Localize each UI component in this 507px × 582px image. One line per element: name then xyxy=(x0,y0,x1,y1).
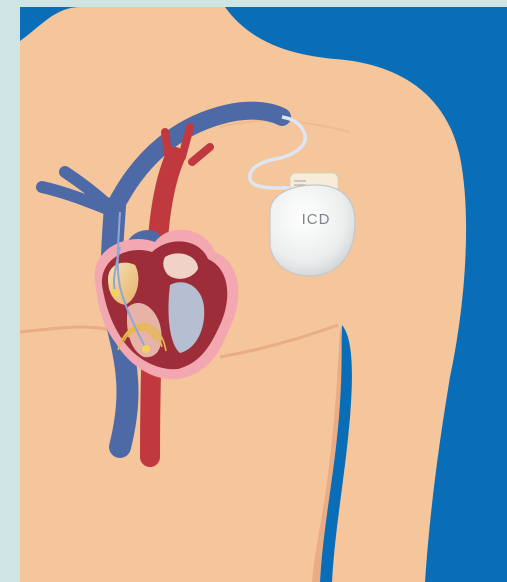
icd-device xyxy=(270,185,355,276)
icd-illustration-svg xyxy=(20,7,507,582)
lead-tip-ventricular xyxy=(142,345,150,353)
icd-illustration: ICD xyxy=(20,7,507,582)
lead-tip-atrial xyxy=(111,289,119,297)
icd-label: ICD xyxy=(278,211,354,228)
torso-skin xyxy=(20,7,466,582)
